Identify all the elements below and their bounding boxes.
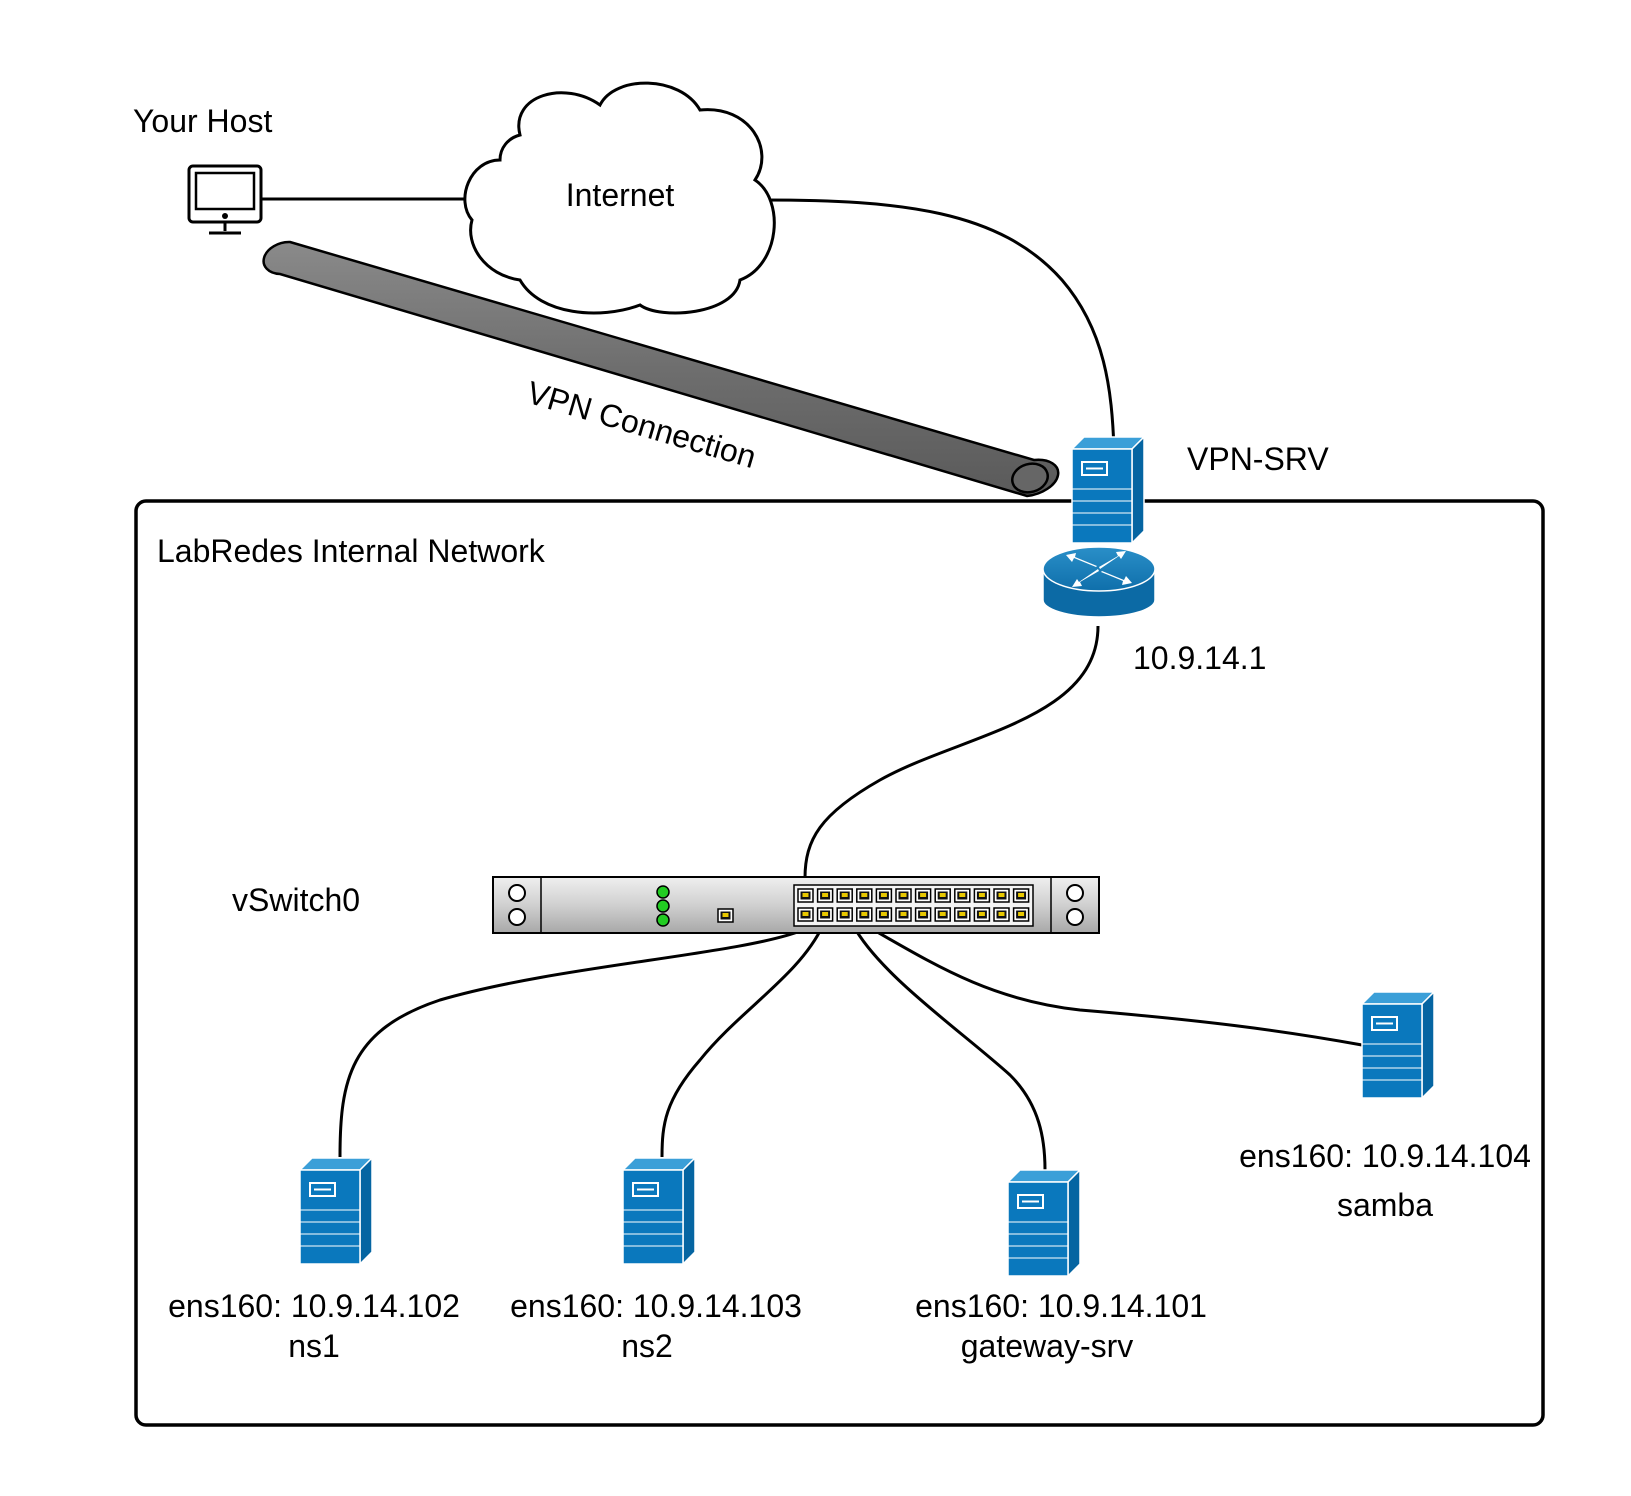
switch-port (856, 907, 873, 922)
ns2-ip-label: ens160: 10.9.14.103 (510, 1288, 802, 1324)
monitor-icon (187, 164, 263, 235)
switch-port (993, 907, 1010, 922)
gateway-server-icon (1007, 1169, 1081, 1277)
switch-port (797, 907, 814, 922)
internet-vpnsrv-link (762, 198, 1116, 451)
switch-port (914, 888, 932, 903)
switch-port (954, 888, 971, 903)
switch-port (797, 888, 814, 903)
router-switch-link (803, 625, 1100, 879)
samba-server-icon (1361, 991, 1435, 1099)
switch-port (934, 907, 951, 922)
switch-port (875, 907, 893, 922)
vpn-srv-label: VPN-SRV (1187, 441, 1329, 477)
switch-port (934, 888, 951, 903)
router-ip-label: 10.9.14.1 (1133, 640, 1266, 676)
samba-ip-label: ens160: 10.9.14.104 (1239, 1138, 1531, 1174)
switch-port (914, 907, 932, 922)
vpn-server-icon (1071, 436, 1145, 544)
gateway-name-label: gateway-srv (961, 1328, 1134, 1364)
ns1-server-icon (299, 1157, 373, 1265)
switch-port (1012, 907, 1030, 922)
ns1-ip-label: ens160: 10.9.14.102 (168, 1288, 460, 1324)
ns2-name-label: ns2 (621, 1328, 673, 1364)
switch-port (836, 907, 853, 922)
switch-ns2-link (660, 924, 825, 1158)
links (262, 197, 1363, 1171)
ns2-server-icon (622, 1157, 696, 1265)
switch-port (993, 888, 1010, 903)
switch-port (973, 907, 991, 922)
internet-cloud (463, 81, 776, 315)
switch-icon (492, 876, 1100, 934)
internal-network-label: LabRedes Internal Network (157, 533, 546, 569)
switch-ns1-link (338, 928, 804, 1158)
internal-network-boundary (134, 499, 1545, 1427)
router-icon (1042, 546, 1156, 618)
internet-label: Internet (566, 177, 675, 213)
switch-samba-link (864, 923, 1363, 1047)
switch-port (895, 907, 912, 922)
switch-port (1012, 888, 1030, 903)
switch-port (816, 888, 834, 903)
vswitch-label: vSwitch0 (232, 882, 360, 918)
gateway-ip-label: ens160: 10.9.14.101 (915, 1288, 1207, 1324)
switch-port (856, 888, 873, 903)
switch-port (816, 907, 834, 922)
switch-port (954, 907, 971, 922)
switch-gateway-link (851, 924, 1047, 1171)
switch-port (973, 888, 991, 903)
switch-port (875, 888, 893, 903)
switch-port (895, 888, 912, 903)
vpn-tunnel (262, 240, 1060, 498)
samba-name-label: samba (1337, 1187, 1433, 1223)
ns1-name-label: ns1 (288, 1328, 340, 1364)
switch-port (836, 888, 853, 903)
your-host-label: Your Host (133, 103, 272, 139)
